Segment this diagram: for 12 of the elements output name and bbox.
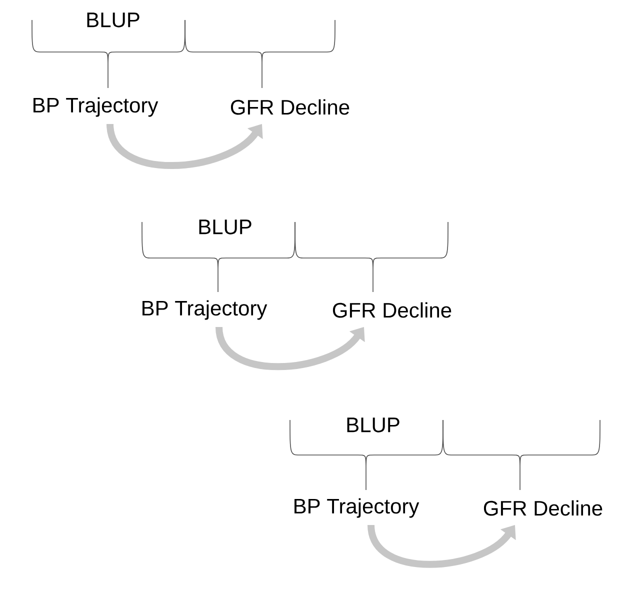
- brace-label: BLUP: [87, 12, 140, 28]
- node-text: GFR Decline: [332, 302, 452, 318]
- brace-label: BLUP: [199, 220, 252, 234]
- node-text: GFR Decline: [230, 99, 350, 115]
- brace-label: BLUP: [347, 418, 400, 432]
- curved-arrow: [106, 123, 263, 169]
- node-text: BP Trajectory: [34, 97, 158, 117]
- curved-arrow: [368, 524, 516, 568]
- curved-arrow: [216, 326, 365, 370]
- node-text: BP Trajectory: [294, 498, 420, 518]
- node-text: GFR Decline: [484, 500, 602, 516]
- node-text: BP Trajectory: [142, 300, 268, 320]
